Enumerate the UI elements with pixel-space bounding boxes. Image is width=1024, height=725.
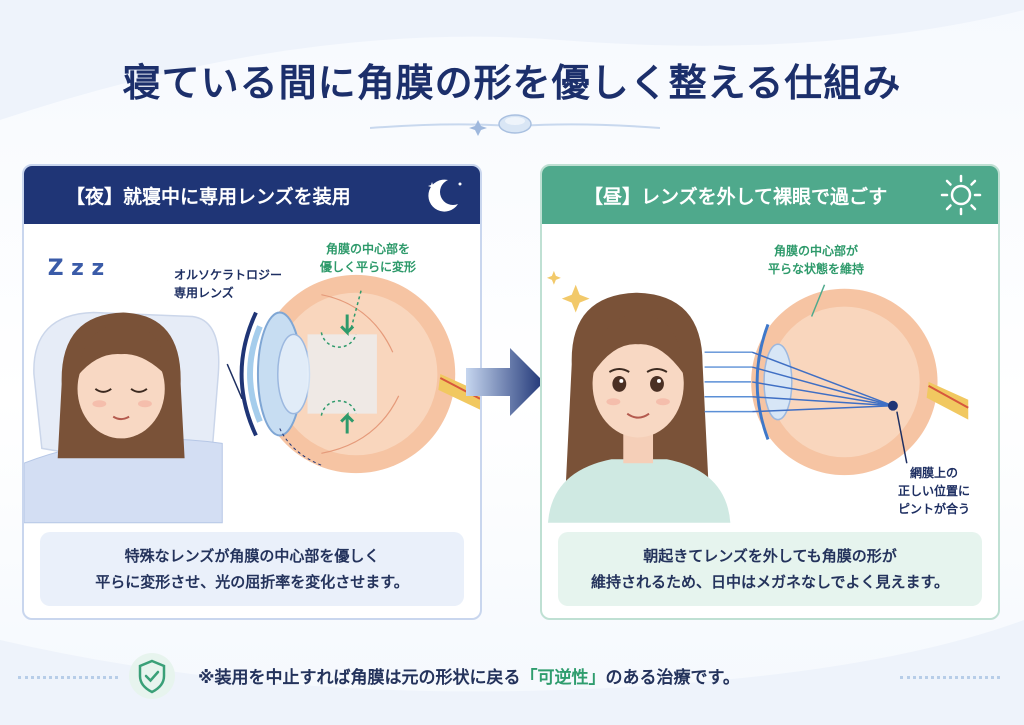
footer-note: ※装用を中止すれば角膜は元の形状に戻る「可逆性」のある治療です。: [198, 663, 740, 688]
page-title: 寝ている間に角膜の形を優しく整える仕組み: [122, 61, 902, 105]
footer-note-prefix: ※装用を中止すれば角膜は元の形状に戻る: [198, 668, 521, 688]
sparkle-icon: [469, 120, 487, 136]
footer-dots-right: [900, 676, 1000, 679]
lens-label-line2: 専用レンズ: [174, 286, 234, 300]
day-cornea-label-line1: 角膜の中心部が: [774, 244, 859, 258]
day-scene: [546, 270, 969, 523]
retina-label-line2: 正しい位置に: [898, 484, 971, 498]
sleep-zzz: Z z z: [48, 256, 104, 281]
night-caption-line2: 平らに変形させ、光の屈折率を変化させます。: [95, 573, 409, 591]
shield-check-icon: [129, 653, 175, 699]
night-caption: 特殊なレンズが角膜の中心部を優しく 平らに変形させ、光の屈折率を変化させます。: [40, 532, 464, 606]
sparkle-icon: [546, 270, 590, 313]
arrow-right-icon: [466, 348, 544, 416]
night-panel: 【夜】就寝中に専用レンズを装用 Z z z: [22, 164, 482, 620]
lens-label-line1: オルソケラトロジー: [174, 268, 283, 282]
retina-label-line3: ピントが合う: [898, 502, 971, 516]
retina-label: 網膜上の 正しい位置に ピントが合う: [898, 464, 970, 518]
night-cornea-label: 角膜の中心部を 優しく平らに変形: [320, 240, 416, 276]
day-header: 【昼】レンズを外して裸眼で過ごす: [542, 166, 998, 224]
night-header-text: 【夜】就寝中に専用レンズを装用: [66, 185, 351, 208]
day-cornea-label: 角膜の中心部が 平らな状態を維持: [768, 242, 864, 278]
contact-lens-icon: [498, 114, 532, 134]
day-caption-line2: 維持されるため、日中はメガネなしでよく見えます。: [590, 573, 950, 591]
footer-note-suffix: のある治療です。: [605, 668, 740, 688]
lens-label: オルソケラトロジー 専用レンズ: [174, 266, 282, 302]
footer-dots-left: [18, 676, 118, 679]
night-cornea-label-line2: 優しく平らに変形: [320, 260, 417, 274]
night-cornea-label-line1: 角膜の中心部を: [326, 242, 411, 256]
day-caption: 朝起きてレンズを外しても角膜の形が 維持されるため、日中はメガネなしでよく見えま…: [558, 532, 982, 606]
night-caption-line1: 特殊なレンズが角膜の中心部を優しく: [124, 547, 380, 565]
moon-icon: [428, 179, 462, 212]
title-decoration: [370, 114, 660, 136]
day-cornea-label-line2: 平らな状態を維持: [768, 262, 865, 276]
day-caption-line1: 朝起きてレンズを外しても角膜の形が: [643, 547, 897, 565]
footer-note-emphasis: 「可逆性」: [520, 668, 606, 688]
sun-icon: [940, 174, 982, 216]
day-header-text: 【昼】レンズを外して裸眼で過ごす: [584, 185, 888, 208]
day-panel: 【昼】レンズを外して裸眼で過ごす: [540, 164, 1000, 620]
night-scene: Z z z: [24, 256, 480, 524]
night-header: 【夜】就寝中に専用レンズを装用: [24, 166, 480, 224]
retina-label-line1: 網膜上の: [910, 466, 959, 480]
